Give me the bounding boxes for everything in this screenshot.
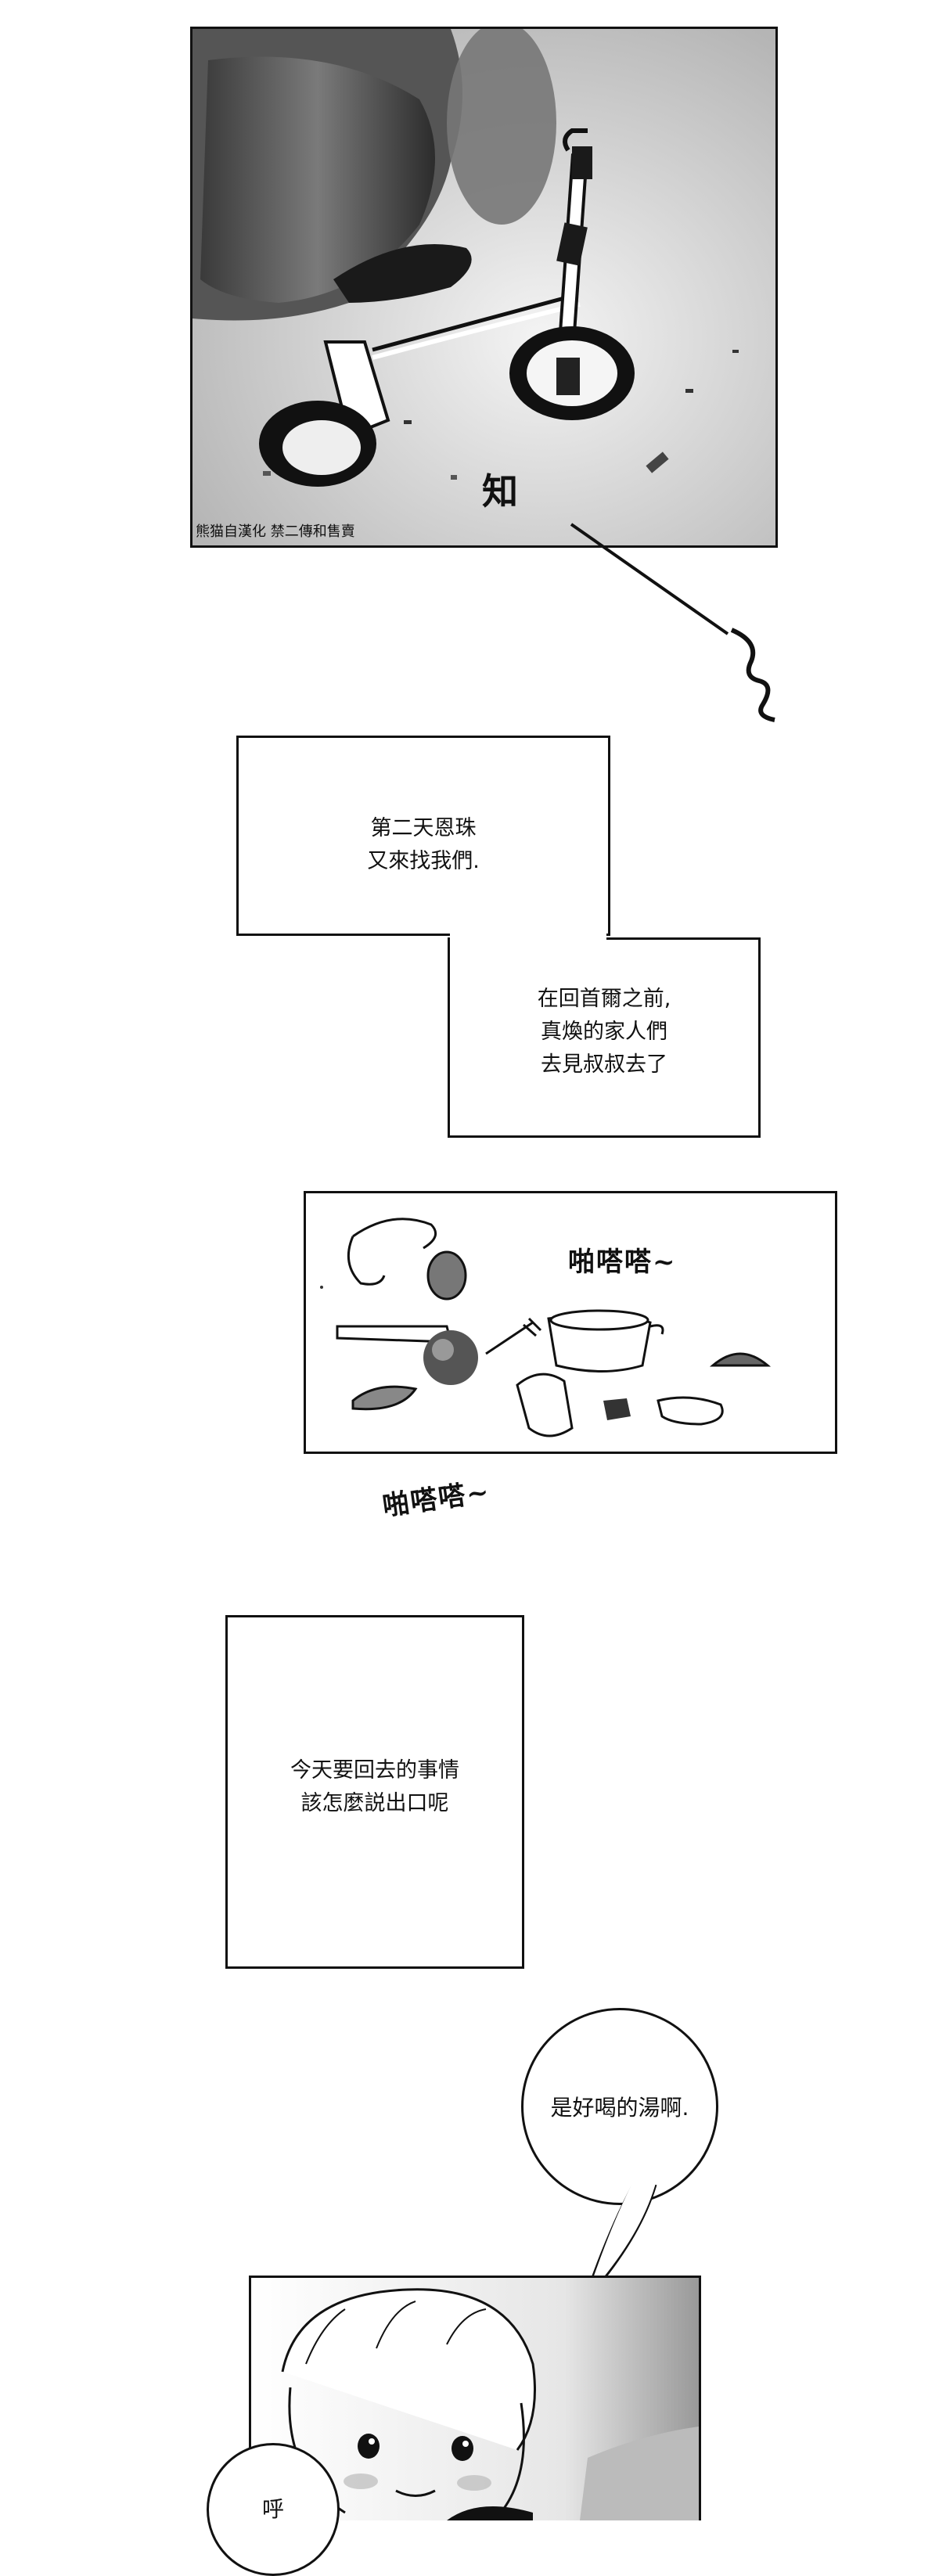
translator-credit: 熊猫自漢化 禁二傳和售賣	[196, 523, 355, 540]
speech-1-text: 是好喝的湯啊.	[550, 2095, 689, 2121]
narration-box-1: 第二天恩珠 又來找我們.	[236, 736, 610, 936]
sfx-label: 知	[482, 470, 520, 513]
narration-3-line-2: 該怎麼説出口呢	[300, 1791, 449, 1815]
narration-joint	[450, 930, 606, 941]
narration-2-line-2: 真煥的家人們	[541, 1020, 667, 1044]
narration-2-line-3: 去見叔叔去了	[541, 1052, 667, 1077]
panel-toys: 啪嗒嗒~	[304, 1191, 837, 1454]
speech-2-text: 呼	[261, 2496, 284, 2522]
speech-bubble-2: 呼	[207, 2443, 340, 2576]
toys-illustration	[320, 1218, 772, 1437]
narration-1-line-1: 第二天恩珠	[370, 816, 477, 840]
narration-1-line-2: 又來找我們.	[367, 849, 480, 873]
narration-3-line-1: 今天要回去的事情	[290, 1758, 459, 1783]
sfx-patter-bottom: 啪嗒嗒~	[380, 1476, 493, 1523]
narration-box-3: 今天要回去的事情 該怎麼説出口呢	[225, 1615, 524, 1969]
speech-bubble-1: 是好喝的湯啊.	[521, 2008, 718, 2205]
sfx-tail-stroke	[570, 523, 775, 722]
narration-2-line-1: 在回首爾之前,	[537, 987, 671, 1011]
sfx-patter-top: 啪嗒嗒~	[568, 1247, 677, 1278]
panel-tricycle: 知 熊猫自漢化 禁二傳和售賣	[190, 27, 778, 548]
tricycle-illustration	[192, 29, 775, 545]
narration-box-2: 在回首爾之前, 真煥的家人們 去見叔叔去了	[448, 937, 761, 1138]
